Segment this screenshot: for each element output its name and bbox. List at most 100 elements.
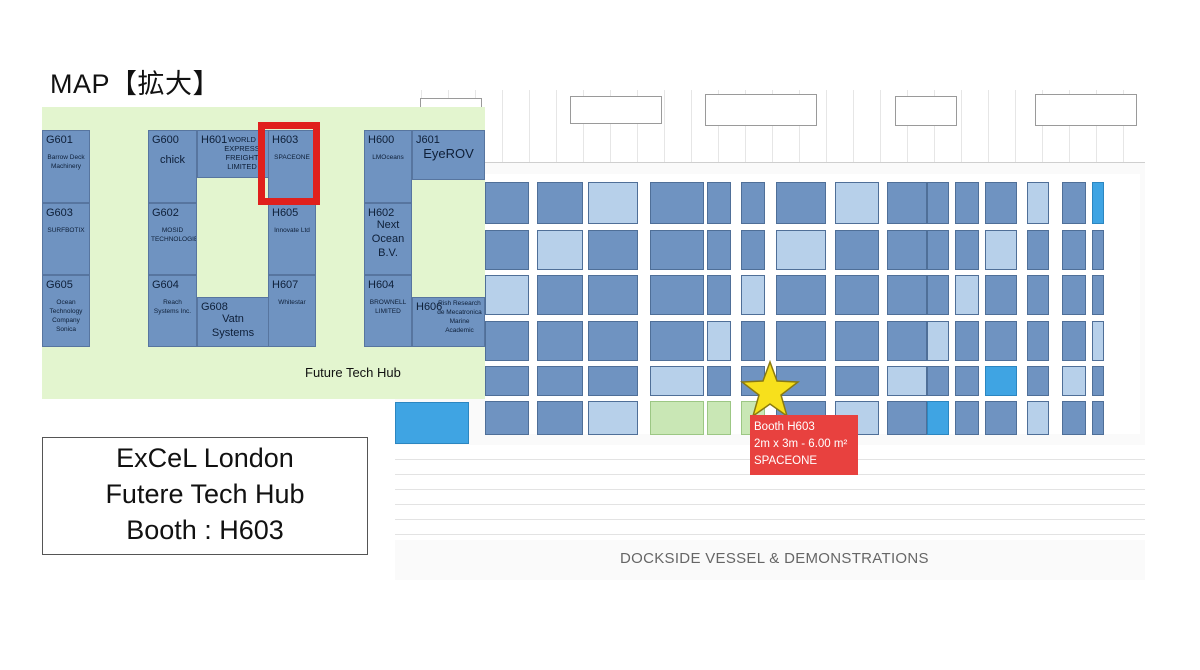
booth-code: H601 <box>201 134 228 146</box>
stand <box>1062 321 1086 361</box>
stand <box>985 275 1017 315</box>
booth-H605[interactable]: H605 Innovate Ltd <box>268 203 316 275</box>
booth-code: H604 <box>368 279 395 291</box>
booth-name: Rish Research de Mecatronica Marine Acad… <box>437 300 482 334</box>
booth-name: Ocean Technology Company Sonica <box>49 299 83 333</box>
hub-name: Futere Tech Hub <box>105 479 305 509</box>
stand <box>887 230 927 270</box>
stand <box>707 401 731 435</box>
stand <box>1092 366 1104 396</box>
booth-code: G604 <box>152 279 179 291</box>
stand <box>1027 321 1049 361</box>
stand <box>1062 366 1086 396</box>
stand <box>650 230 704 270</box>
callout-size: 2m x 3m - 6.00 m² <box>754 438 848 450</box>
stand <box>985 182 1017 224</box>
booth-G604[interactable]: G604 Reach Systems Inc. <box>148 275 197 347</box>
stand <box>650 366 704 396</box>
stand <box>1062 182 1086 224</box>
booth-name: LMOceans <box>372 154 404 161</box>
stand <box>1062 401 1086 435</box>
stand <box>955 182 979 224</box>
stand <box>650 275 704 315</box>
booth-code: H606 <box>416 301 443 313</box>
stand <box>955 366 979 396</box>
booth-name: SURFBOTIX <box>47 227 85 234</box>
stand <box>776 182 826 224</box>
stand <box>927 275 949 315</box>
booth-code: G603 <box>46 207 73 219</box>
stand <box>537 230 583 270</box>
stand <box>927 366 949 396</box>
booth-code: G602 <box>152 207 179 219</box>
booth-code: G600 <box>152 134 179 146</box>
stand <box>1092 230 1104 270</box>
stand <box>776 275 826 315</box>
stand <box>955 401 979 435</box>
booth-H600[interactable]: H600 LMOceans <box>364 130 412 203</box>
stand <box>1092 182 1104 224</box>
booth-name: EyeROV <box>423 146 474 161</box>
stand <box>485 182 529 224</box>
stand <box>1092 275 1104 315</box>
booth-H603[interactable]: H603 SPACEONE <box>268 130 316 203</box>
stand <box>927 230 949 270</box>
booth-code: G608 <box>201 301 228 313</box>
booth-name: SPACEONE <box>274 154 310 161</box>
callout-booth: Booth H603 <box>754 421 815 433</box>
stand <box>776 321 826 361</box>
booth-name: Vatn Systems <box>211 313 255 339</box>
stand <box>1027 230 1049 270</box>
stand <box>537 275 583 315</box>
booth-name: Barrow Deck Machinery <box>47 154 85 170</box>
booth-G603[interactable]: G603 SURFBOTIX <box>42 203 90 275</box>
booth-G608[interactable]: G608 Vatn Systems <box>197 297 269 347</box>
stand <box>537 182 583 224</box>
booth-code: J601 <box>416 134 440 146</box>
stand <box>985 366 1017 396</box>
stand <box>887 366 927 396</box>
stand <box>537 366 583 396</box>
booth-code: H603 <box>272 134 299 146</box>
stand <box>485 275 529 315</box>
stand <box>955 275 979 315</box>
stand <box>588 401 638 435</box>
booth-name: BROWNELL LIMITED <box>369 299 407 315</box>
booth-H607[interactable]: H607 Whitestar <box>268 275 316 347</box>
stand <box>927 321 949 361</box>
booth-H602[interactable]: H602 Next Ocean B.V. <box>364 203 412 275</box>
booth-G602[interactable]: G602 MOSID TECHNOLOGIES <box>148 203 197 275</box>
stand <box>650 182 704 224</box>
venue-name: ExCeL London <box>116 443 294 473</box>
floor-structure <box>1035 94 1137 126</box>
stand <box>835 230 879 270</box>
exhibition-hall <box>485 174 1140 435</box>
floor-structure <box>705 94 817 126</box>
booth-G601[interactable]: G601 Barrow Deck Machinery <box>42 130 90 203</box>
booth-J601[interactable]: J601 EyeROV <box>412 130 485 180</box>
stand <box>1027 366 1049 396</box>
stand <box>707 275 731 315</box>
stand <box>395 402 469 444</box>
booth-G605[interactable]: G605 Ocean Technology Company Sonica <box>42 275 90 347</box>
stand <box>1062 275 1086 315</box>
dockside-label: DOCKSIDE VESSEL & DEMONSTRATIONS <box>620 550 929 567</box>
booth-callout: Booth H603 2m x 3m - 6.00 m² SPACEONE <box>750 415 858 475</box>
stand <box>927 182 949 224</box>
stand <box>887 401 927 435</box>
booth-H601[interactable]: H601 WORLD EXPRESS FREIGHT LIMITED <box>197 130 269 178</box>
booth-G600[interactable]: G600 chick <box>148 130 197 203</box>
booth-name: chick <box>159 154 186 166</box>
booth-code: H600 <box>368 134 395 146</box>
booth-name: Reach Systems Inc. <box>153 299 192 315</box>
booth-H604[interactable]: H604 BROWNELL LIMITED <box>364 275 412 347</box>
stand <box>537 401 583 435</box>
stand <box>741 230 765 270</box>
stand <box>955 321 979 361</box>
stand <box>588 366 638 396</box>
stand <box>985 230 1017 270</box>
stand <box>1062 230 1086 270</box>
floor-structure <box>895 96 957 126</box>
stand <box>887 275 927 315</box>
booth-H606[interactable]: H606 Rish Research de Mecatronica Marine… <box>412 297 485 347</box>
